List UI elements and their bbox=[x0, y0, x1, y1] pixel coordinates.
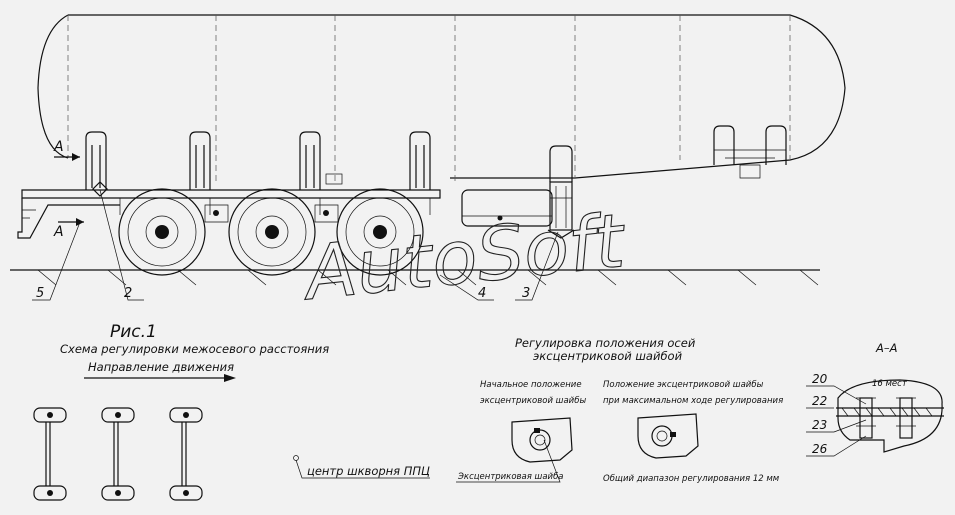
figure-title: Рис.1 bbox=[110, 322, 157, 342]
section-marker-label-top: А bbox=[53, 139, 64, 155]
eccentric-washer-max bbox=[637, 413, 699, 459]
kingpin-marker: центр шкворня ППЦ bbox=[293, 455, 430, 479]
landing-gear bbox=[547, 145, 575, 239]
section-callout-23: 23 bbox=[812, 418, 827, 432]
section-marker-bottom: А bbox=[53, 218, 84, 240]
washer-label: Эксцентриковая шайба bbox=[457, 472, 564, 482]
kingpin-label: центр шкворня ППЦ bbox=[307, 464, 430, 478]
wheel-3 bbox=[336, 188, 424, 276]
section-view-title: А–А bbox=[875, 341, 898, 355]
svg-text:3: 3 bbox=[522, 286, 530, 301]
tank-supports bbox=[85, 125, 787, 190]
callout-2: 2 bbox=[99, 189, 144, 301]
svg-text:4: 4 bbox=[478, 286, 486, 301]
ground-line bbox=[10, 269, 820, 286]
callout-3: 3 bbox=[515, 231, 559, 301]
eccentric-washer-initial bbox=[511, 417, 573, 463]
direction-arrow bbox=[84, 374, 236, 382]
suspension bbox=[204, 204, 339, 223]
section-marker-top: А bbox=[53, 139, 80, 161]
watermark: AutoSoft bbox=[298, 198, 631, 318]
figure-subtitle: Схема регулировки межосевого расстояния bbox=[60, 342, 329, 356]
toolbox bbox=[461, 189, 553, 227]
svg-text:5: 5 bbox=[36, 286, 44, 301]
section-callouts: 20 22 23 26 bbox=[806, 372, 867, 457]
adjustment-title-2: эксцентриковой шайбой bbox=[533, 349, 683, 363]
section-places-label: 16 мест bbox=[872, 379, 908, 389]
section-callout-26: 26 bbox=[812, 442, 828, 456]
range-note: Общий диапазон регулирования 12 мм bbox=[603, 474, 780, 484]
section-view-plate bbox=[836, 379, 944, 453]
direction-label: Направление движения bbox=[88, 360, 234, 374]
callout-5: 5 bbox=[32, 221, 81, 301]
axle-plan-3 bbox=[169, 407, 203, 501]
initial-position-2: эксцентриковой шайбы bbox=[480, 396, 586, 406]
axle-plan-1 bbox=[33, 407, 67, 501]
svg-text:2: 2 bbox=[124, 286, 132, 301]
callout-4: 4 bbox=[439, 274, 494, 301]
axle-plan-2 bbox=[101, 407, 135, 501]
chassis-frame bbox=[17, 181, 441, 239]
max-position-1: Положение эксцентриковой шайбы bbox=[603, 380, 764, 390]
wheel-1 bbox=[118, 188, 206, 276]
wheel-2 bbox=[228, 188, 316, 276]
adjustment-title-1: Регулировка положения осей bbox=[515, 336, 696, 350]
section-callout-20: 20 bbox=[812, 372, 828, 386]
initial-position-1: Начальное положение bbox=[480, 380, 582, 390]
tank-body bbox=[37, 14, 846, 185]
section-callout-22: 22 bbox=[812, 394, 827, 408]
max-position-2: при максимальном ходе регулирования bbox=[603, 396, 783, 406]
section-marker-label-bottom: А bbox=[53, 224, 64, 240]
washer-callout: Эксцентриковая шайба bbox=[456, 439, 564, 483]
